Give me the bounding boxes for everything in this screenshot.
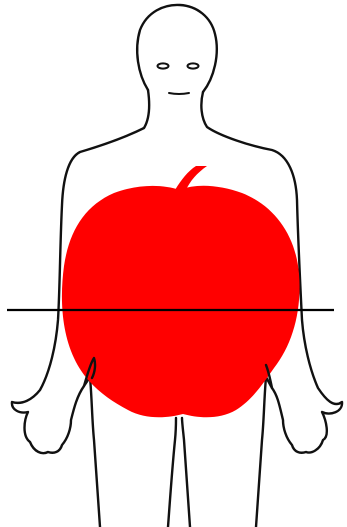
head-outline <box>137 5 217 92</box>
face <box>158 63 199 94</box>
apple-body-icon <box>62 186 300 418</box>
left-eye-icon <box>158 63 169 68</box>
mouth-icon <box>169 93 189 94</box>
inner-leg-left <box>168 418 176 527</box>
inner-leg-right <box>182 418 190 527</box>
apple-shape <box>62 166 300 417</box>
right-eye-icon <box>188 63 199 68</box>
